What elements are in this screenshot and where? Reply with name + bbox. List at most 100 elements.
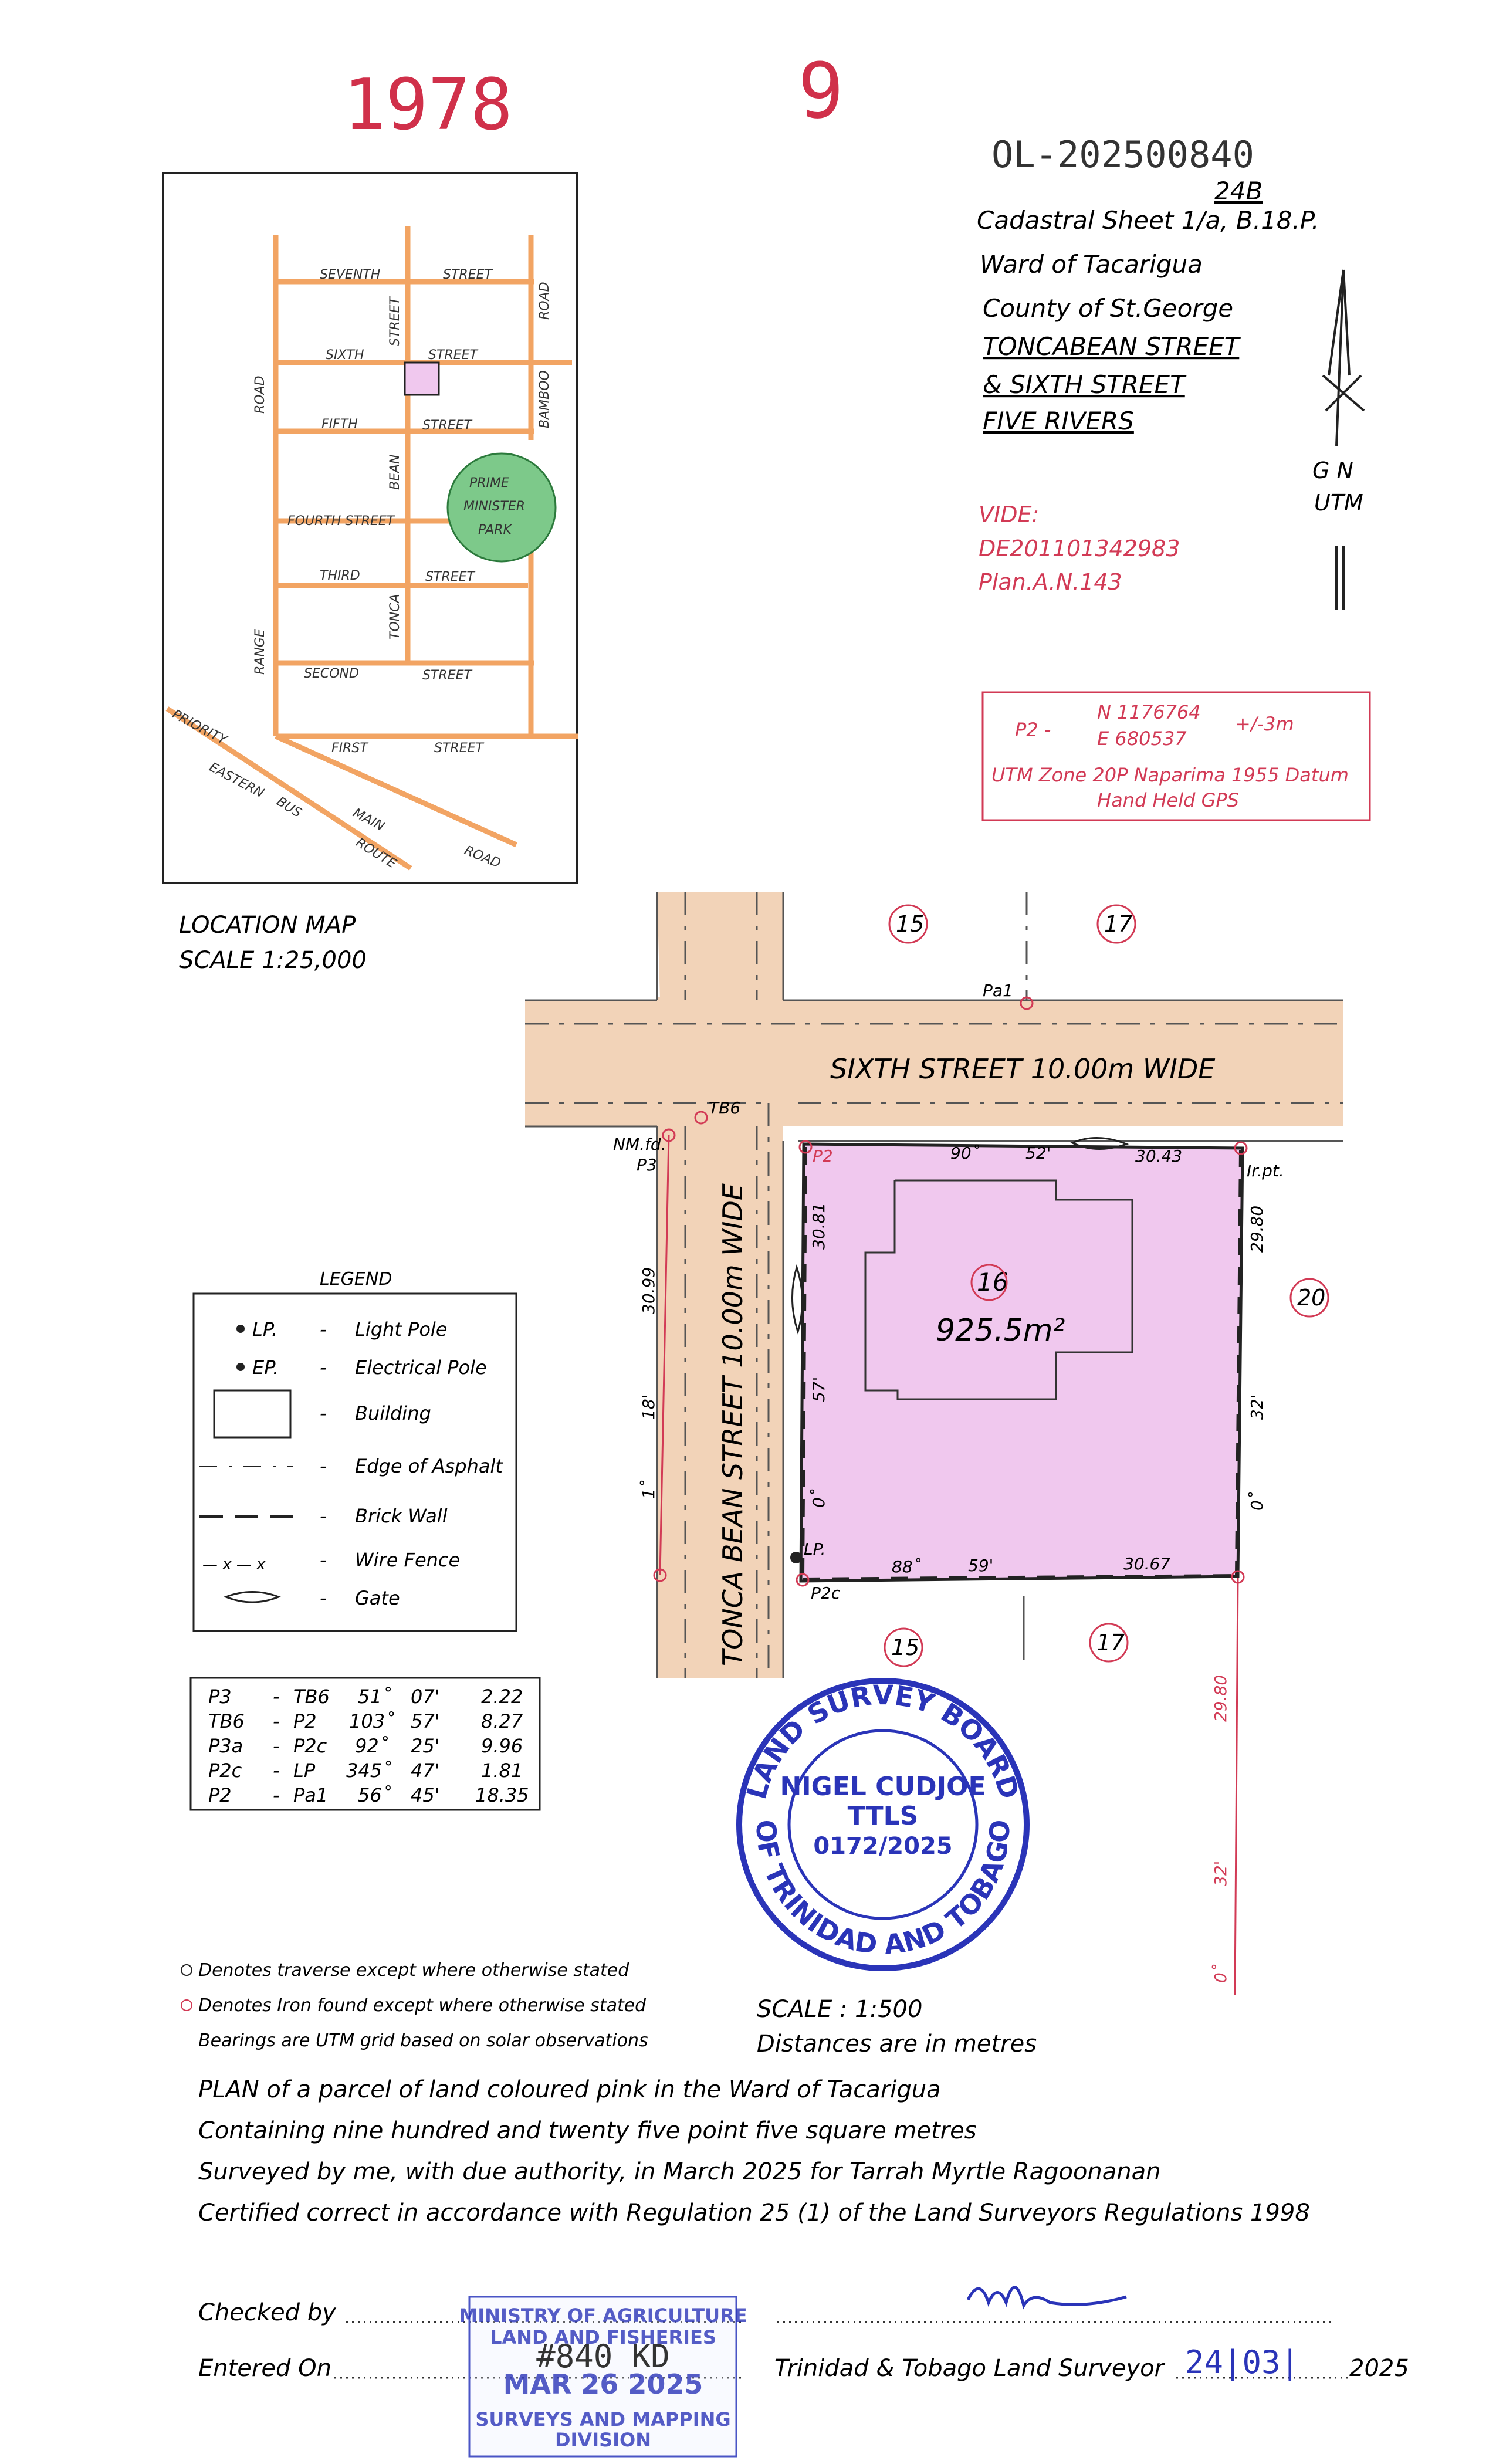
legend-sym-lp: LP. [252,1318,277,1341]
map-first: FIRST [331,741,368,756]
lot-15-south: 15 [891,1634,919,1660]
surveyor-year: 2025 [1349,2355,1409,2382]
legend-sym-ep: EP. [252,1356,279,1379]
svg-text:P2: P2 [208,1784,232,1806]
ministry-line-4: DIVISION [555,2429,651,2451]
legend-brick-wall: Brick Wall [355,1505,448,1527]
certification: PLAN of a parcel of land coloured pink i… [198,2076,1310,2226]
north-gn: G N [1312,458,1353,483]
dim-ext-deg: 0˚ [1211,1964,1230,1983]
svg-text:47': 47' [411,1759,440,1782]
dim-west-dist: 30.81 [809,1203,828,1250]
svg-text:92˚: 92˚ [355,1735,388,1757]
map-bean: BEAN [388,455,402,490]
location-map-title: LOCATION MAP [179,912,356,939]
title-line-3: County of St.George [983,294,1233,323]
vide-line-2: Plan.A.N.143 [979,569,1122,595]
traverse-row: P2- Pa1 56˚ 45' 18.35 [208,1784,529,1806]
surveyor-signature [966,2286,1127,2310]
seal-number: 0172/2025 [813,1833,952,1860]
svg-text:TB6: TB6 [208,1710,245,1732]
dim-east-deg: 0˚ [1247,1492,1267,1511]
gps-accuracy: +/-3m [1235,713,1294,735]
traverse-table: P3- TB6 51˚ 07' 2.22 TB6- P2 103˚ 57' 8.… [189,1677,541,1811]
map-sixth: SIXTH [326,348,364,363]
file-number: 1978 [343,65,513,146]
gps-box: P2 - N 1176764 E 680537 +/-3m UTM Zone 2… [981,691,1371,821]
note-traverse: Denotes traverse except where otherwise … [198,1960,629,1981]
dim-ext-min: 32' [1211,1861,1230,1886]
plan-scale: SCALE : 1:500 [757,1996,922,2023]
svg-text:P3a: P3a [208,1735,243,1757]
map-street-f: STREET [434,741,484,756]
map-tonca: TONCA [388,594,402,639]
neighbour-lots: 15 17 20 15 17 [884,904,1329,1667]
svg-text:-: - [320,1318,327,1341]
svg-text:-: - [273,1759,280,1782]
svg-text:-: - [273,1735,280,1757]
gps-datum: UTM Zone 20P Naparima 1955 Datum [991,764,1349,786]
traverse-row: P3a- P2c 92˚ 25' 9.96 [208,1735,523,1757]
note-bearings: Bearings are UTM grid based on solar obs… [198,2030,648,2051]
point-p2: P2 [813,1146,833,1166]
svg-text:2.22: 2.22 [481,1685,523,1708]
dimensions: 90˚ 52' 30.43 29.80 32' 0˚ 88˚ 59' 30.67… [639,1143,1267,1983]
map-road-right: ROAD [537,282,552,320]
notes: Denotes traverse except where otherwise … [181,1960,648,2051]
svg-text:103˚: 103˚ [349,1710,394,1732]
sheet-code: 24B [1214,177,1263,205]
traverse-row: P2c- LP 345˚ 47' 1.81 [208,1759,523,1782]
point-nmfd: NM.fd. [613,1135,666,1154]
parcel-location-marker [404,361,440,396]
lot-20: 20 [1297,1285,1325,1311]
title-underline-2: & SIXTH STREET [983,370,1187,399]
vide-block: VIDE: DE201101342983 Plan.A.N.143 [979,502,1180,595]
location-map-scale: SCALE 1:25,000 [179,947,367,974]
plan-distances: Distances are in metres [757,2030,1037,2057]
ministry-date: MAR 26 2025 [503,2368,703,2400]
ol-number: OL-202500840 [991,133,1254,176]
gps-station: P2 - [1015,719,1051,741]
svg-text:1.81: 1.81 [481,1759,523,1782]
svg-text:P3: P3 [208,1685,232,1708]
dim-bot-min: 59' [968,1556,993,1575]
location-map: PRIME MINISTER PARK SEVENTH STREET SIXTH… [162,172,578,884]
gps-method: Hand Held GPS [1097,789,1239,811]
legend-edge-asphalt: Edge of Asphalt [355,1455,503,1477]
point-lp: LP. [804,1539,826,1559]
ministry-stamp: MINISTRY OF AGRICULTURE LAND AND FISHERI… [459,2296,747,2458]
note-iron: Denotes Iron found except where otherwis… [198,1995,647,2016]
map-street-vert: STREET [388,296,402,346]
ministry-line-2: LAND AND FISHERIES [490,2326,716,2348]
land-survey-board-seal: LAND SURVEY BOARD OF TRINIDAD AND TOBAGO… [736,1678,1030,1971]
map-street-d: STREET [425,570,475,584]
map-range: RANGE [253,629,268,675]
dim-bot-deg: 88˚ [892,1557,921,1576]
svg-text:51˚: 51˚ [358,1685,391,1708]
cert-line-4: Certified correct in accordance with Reg… [198,2199,1310,2226]
seal-title: TTLS [848,1801,919,1831]
svg-text:-: - [320,1587,327,1609]
map-fourth: FOURTH STREET [287,514,395,529]
wire-fence-icon: — x — x [202,1556,266,1573]
svg-text:LP: LP [293,1759,316,1782]
svg-text:Pa1: Pa1 [293,1784,328,1806]
gate-legend-icon [223,1591,282,1603]
svg-text:-: - [320,1505,327,1527]
park-label-2: MINISTER [463,499,525,514]
parcel-16 [799,1142,1244,1583]
map-bamboo: BAMBOO [537,370,552,428]
svg-text:-: - [273,1710,280,1732]
lot-17-south: 17 [1096,1630,1125,1656]
title-line-1: Cadastral Sheet 1/a, B.18.P. [977,206,1319,235]
svg-text:57': 57' [411,1710,440,1732]
map-seventh: SEVENTH [320,268,380,282]
dim-bot-dist: 30.67 [1123,1554,1170,1573]
dim-ext-dist: 29.80 [1211,1675,1230,1722]
park-icon [446,452,557,563]
map-fifth: FIFTH [321,417,358,432]
dim-east-min: 32' [1247,1395,1267,1420]
svg-text:8.27: 8.27 [481,1710,523,1732]
dim-west-min: 57' [809,1377,828,1402]
